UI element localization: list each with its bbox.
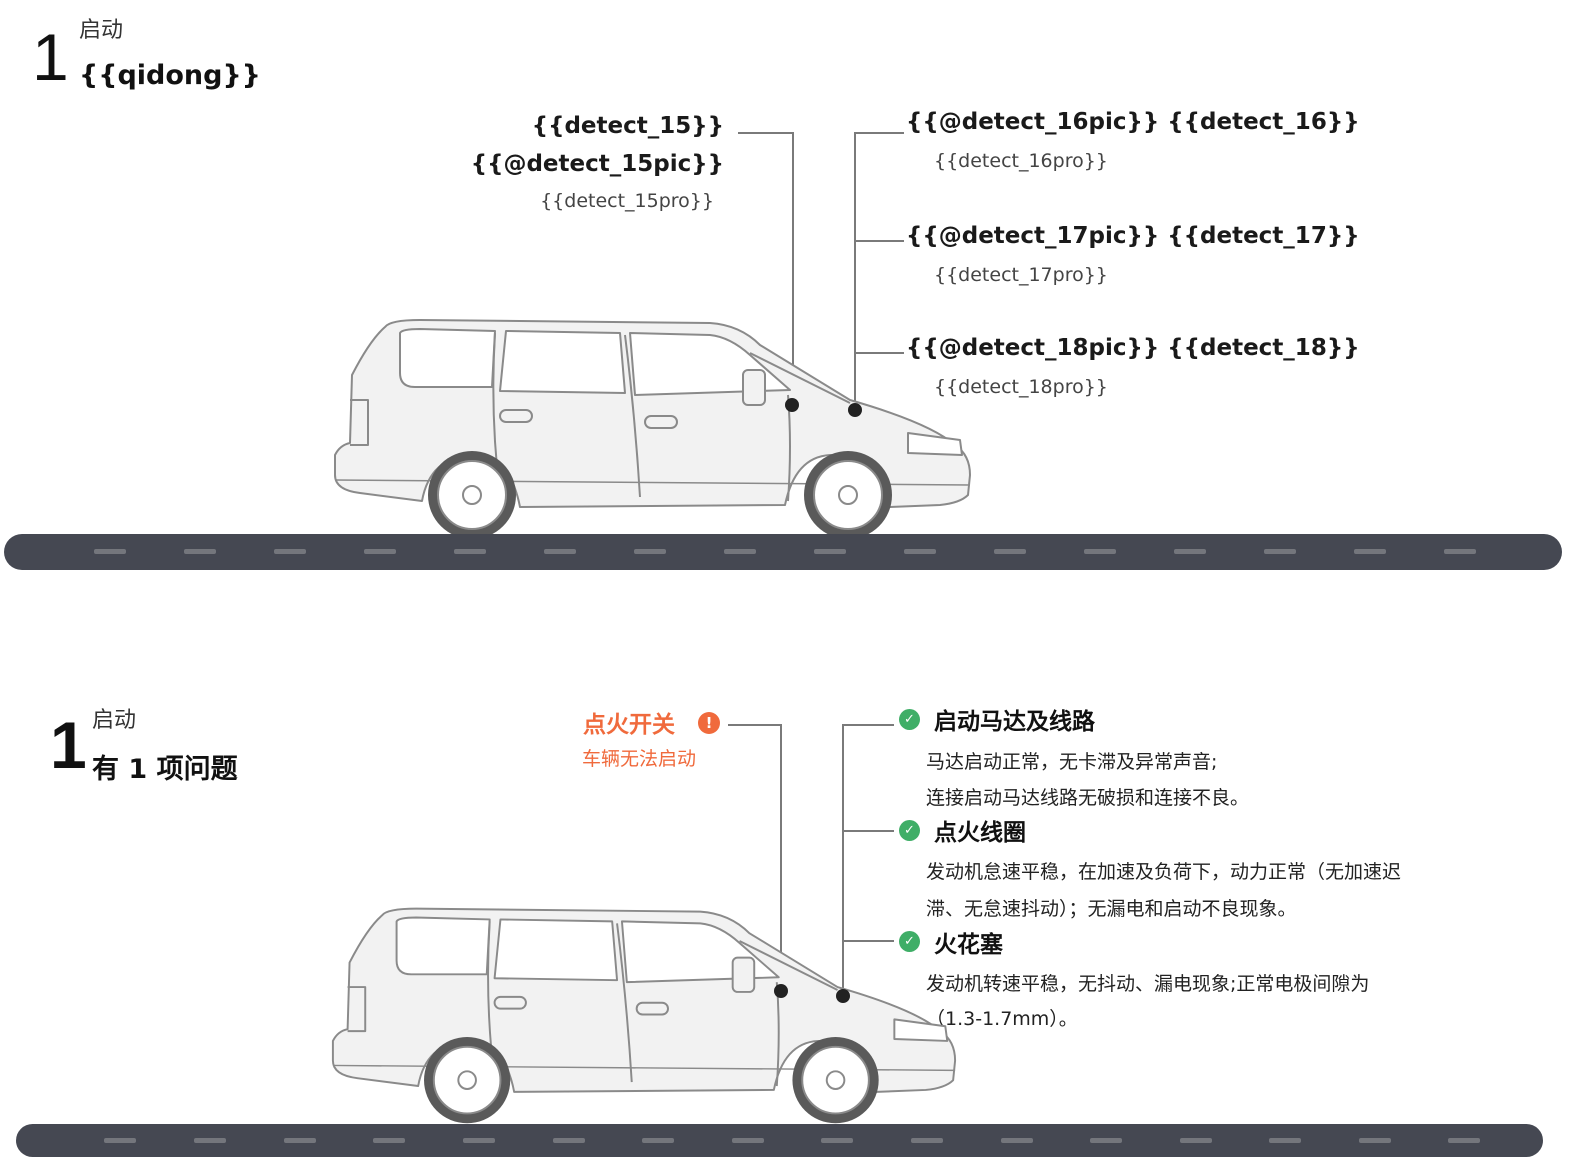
section-category: 启动 [79,18,124,43]
section-number: 1 [50,708,87,782]
detect-18-pro: {{detect_18pro}} [934,376,1108,398]
ok-item-desc: 发动机转速平稳，无抖动、漏电现象;正常电极间隙为 [926,973,1370,995]
alert-icon: ! [698,712,720,734]
warning-title: 点火开关 [583,712,675,738]
check-icon: ✓ [899,820,920,841]
section-number: 1 [32,20,69,94]
section-category: 启动 [92,708,137,733]
van-illustration [334,319,971,539]
ok-item-desc: 马达启动正常，无卡滞及异常声音; [926,751,1218,773]
ok-item-title: 火花塞 [934,932,1003,958]
leader-line [854,132,904,134]
leader-line [854,240,904,242]
detect-16-pro: {{detect_16pro}} [934,150,1108,172]
ok-item-title: 点火线圈 [934,820,1026,846]
leader-line [792,132,794,405]
detect-15-pro: {{detect_15pro}} [540,190,714,212]
leader-line [842,724,894,726]
section-subtitle: 有 1 项问题 [92,754,238,785]
probe-dot [836,989,850,1003]
probe-dot [785,398,799,412]
van-illustration [331,907,957,1124]
ok-item-title: 启动马达及线路 [934,709,1095,735]
leader-line [842,830,894,832]
check-icon: ✓ [899,709,920,730]
detect-15-title: {{detect_15}} [531,113,724,139]
road [16,1124,1543,1157]
detect-17-title: {{@detect_17pic}} {{detect_17}} [906,223,1360,249]
detect-15-pic: {{@detect_15pic}} [470,151,724,177]
ok-item-desc: 发动机怠速平稳，在加速及负荷下，动力正常（无加速迟 [926,861,1402,883]
leader-line [842,940,894,942]
road [4,534,1562,570]
ok-item-desc: 连接启动马达线路无破损和连接不良。 [926,787,1250,809]
leader-line [842,724,844,996]
detect-18-title: {{@detect_18pic}} {{detect_18}} [906,335,1360,361]
section-subtitle: {{qidong}} [79,60,261,91]
leader-line [738,132,793,134]
check-icon: ✓ [899,931,920,952]
leader-line [854,352,904,354]
leader-line [780,724,782,992]
detect-17-pro: {{detect_17pro}} [934,264,1108,286]
detect-16-title: {{@detect_16pic}} {{detect_16}} [906,109,1360,135]
leader-line [854,132,856,409]
leader-line [728,724,781,726]
probe-dot [774,984,788,998]
warning-desc: 车辆无法启动 [582,748,697,770]
ok-item-desc: （1.3-1.7mm）。 [926,1008,1078,1030]
ok-item-desc: 滞、无怠速抖动）；无漏电和启动不良现象。 [926,898,1297,920]
probe-dot [848,403,862,417]
